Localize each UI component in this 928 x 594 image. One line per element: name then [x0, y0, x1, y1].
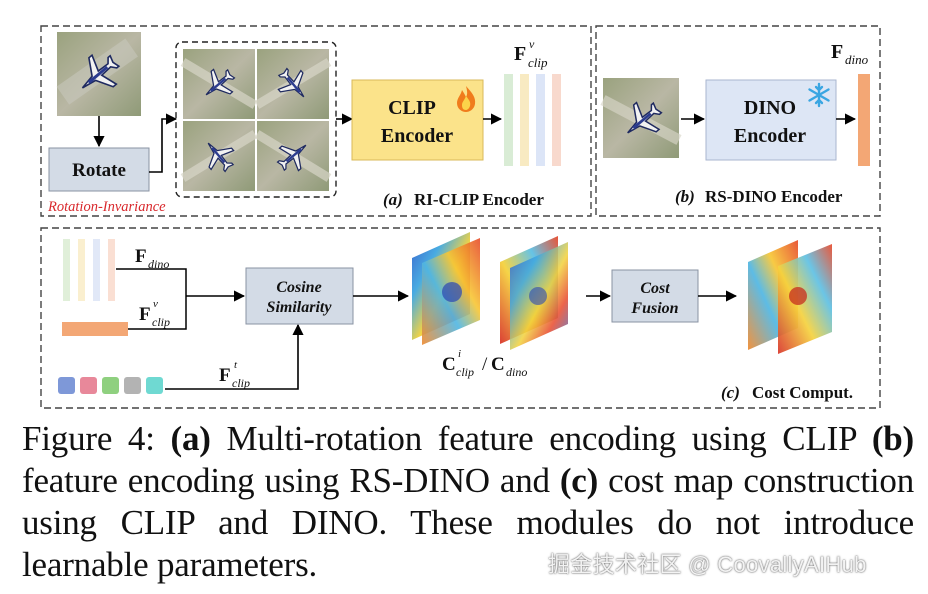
dino-feature-bar-small	[62, 322, 128, 336]
svg-text:F: F	[135, 246, 147, 267]
svg-text:Cost Comput.: Cost Comput.	[752, 383, 853, 402]
svg-text:t: t	[234, 359, 238, 371]
svg-text:C: C	[491, 354, 505, 375]
svg-text:(c): (c)	[721, 383, 740, 402]
svg-text:RS-DINO Encoder: RS-DINO Encoder	[705, 187, 843, 206]
caption-c-marker: (c)	[559, 461, 599, 500]
svg-text:clip: clip	[456, 365, 474, 379]
rotation-invariance-label: Rotation-Invariance	[47, 199, 166, 215]
dino-input-image	[600, 78, 682, 158]
connector-fclipv	[128, 296, 187, 330]
caption-text-2: feature encoding using RS-DINO and	[22, 461, 560, 500]
dino-encoder-label-1: DINO	[744, 97, 796, 119]
panel-b-frame	[595, 25, 881, 217]
clip-feature-bars-small	[63, 239, 115, 301]
dino-encoder-box	[705, 79, 837, 161]
caption-b-marker: (b)	[871, 419, 914, 458]
panel-a-title: (a) RI-CLIP Encoder	[383, 190, 544, 209]
svg-text:F: F	[831, 41, 843, 63]
original-aerial-image	[56, 32, 141, 116]
svg-text:RI-CLIP Encoder: RI-CLIP Encoder	[414, 190, 544, 209]
svg-text:dino: dino	[148, 257, 169, 271]
cost-fusion-label-1: Cost	[640, 280, 670, 297]
arrow-rotate-to-grid	[149, 113, 178, 173]
cosine-label-1: Cosine	[276, 279, 321, 296]
cost-volume-label: C i clip / C dino	[442, 348, 527, 379]
token-embeddings	[58, 377, 163, 394]
snowflake-icon	[808, 82, 830, 108]
f-dino-label: F dino	[831, 41, 869, 67]
clip-encoder-label-1: CLIP	[388, 97, 436, 119]
rotate-label: Rotate	[72, 160, 126, 181]
panel-a: Rotate Rotation-Invariance CLIP Encoder	[40, 25, 592, 217]
arrow-text-to-cosine	[165, 323, 304, 390]
panel-b: DINO Encoder F dino (b) RS-DINO Encoder	[595, 25, 881, 217]
cosine-similarity-box	[245, 267, 354, 325]
cost-fusion-box	[611, 269, 699, 323]
panel-b-title: (b) RS-DINO Encoder	[675, 187, 843, 206]
connector-fdino	[116, 268, 187, 296]
svg-text:/: /	[482, 354, 488, 375]
cosine-label-2: Similarity	[267, 299, 333, 316]
svg-text:clip: clip	[232, 376, 250, 390]
svg-text:clip: clip	[528, 55, 548, 70]
svg-text:(a): (a)	[383, 190, 403, 209]
rotate-box	[48, 147, 150, 192]
svg-text:dino: dino	[845, 52, 869, 67]
panel-c-title: (c) Cost Comput.	[721, 383, 853, 402]
fused-cost-map	[748, 240, 832, 354]
caption-text-3: cost map construction using CLIP and DIN…	[22, 461, 914, 584]
svg-text:(b): (b)	[675, 187, 695, 206]
f-clip-v-label-c: F v clip	[139, 298, 170, 329]
dino-feature-bar	[858, 74, 870, 166]
panel-c: F dino F v clip F t clip Cosine Similari…	[40, 227, 881, 409]
svg-text:C: C	[442, 354, 456, 375]
svg-text:F: F	[514, 43, 526, 65]
cost-map-heatmap	[412, 232, 568, 350]
panel-c-frame	[40, 227, 881, 409]
rotated-images-grid	[175, 41, 337, 198]
svg-text:v: v	[153, 298, 158, 310]
svg-text:i: i	[458, 348, 461, 360]
caption-text-1: Multi-rotation feature encoding using CL…	[210, 419, 872, 458]
caption-a-marker: (a)	[170, 419, 211, 458]
f-clip-t-label-c: F t clip	[219, 359, 250, 390]
svg-text:F: F	[139, 304, 151, 325]
clip-encoder-label-2: Encoder	[381, 125, 453, 147]
cost-fusion-label-2: Fusion	[630, 300, 678, 317]
clip-encoder-box	[351, 79, 484, 161]
svg-text:v: v	[529, 37, 535, 51]
svg-text:clip: clip	[152, 315, 170, 329]
clip-feature-bars	[504, 74, 561, 166]
dino-encoder-label-2: Encoder	[734, 125, 806, 147]
caption-figure-label: Figure 4:	[22, 419, 171, 458]
figure-caption: Figure 4: (a) Multi-rotation feature enc…	[22, 418, 914, 586]
watermark: 掘金技术社区 @ CoovallyAIHub	[548, 552, 867, 577]
f-dino-label-c: F dino	[135, 246, 169, 271]
svg-text:F: F	[219, 365, 231, 386]
panel-a-frame	[40, 25, 592, 217]
svg-text:dino: dino	[506, 365, 527, 379]
f-clip-v-label: F v clip	[514, 37, 548, 70]
fire-icon	[457, 86, 476, 112]
